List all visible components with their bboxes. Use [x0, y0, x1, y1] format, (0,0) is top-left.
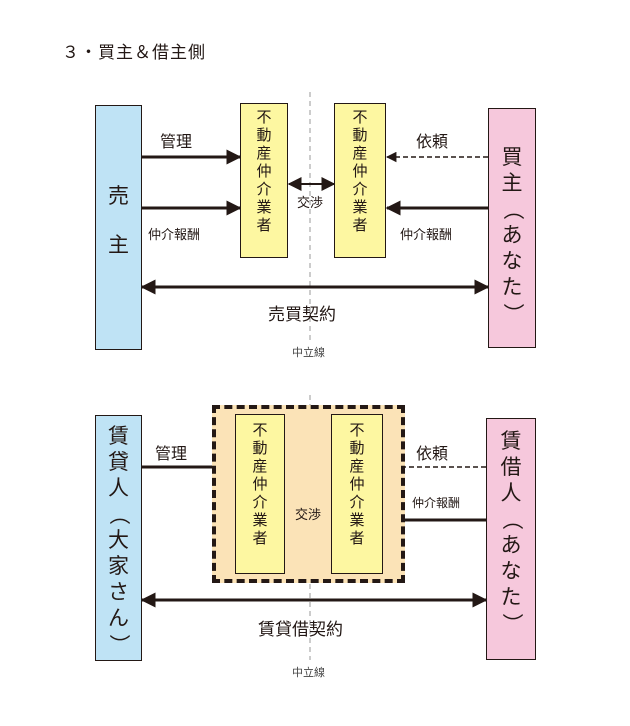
neutral-label-top: 中立線: [292, 346, 325, 359]
fee-right-label-bottom: 仲介報酬: [412, 496, 461, 510]
contract-label-bottom: 賃貸借契約: [258, 620, 343, 640]
contract-label-top: 売買契約: [268, 305, 336, 325]
buyer-label: 買主（あなた）: [500, 145, 525, 325]
kanri-label-top: 管理: [160, 132, 193, 151]
irai-label-bottom: 依頼: [416, 444, 449, 463]
fee-left-label-top: 仲介報酬: [148, 228, 201, 243]
agent-right-top: 不動産仲介業者: [334, 103, 386, 258]
kosho-label-top: 交渉: [297, 196, 324, 211]
agent-left-top: 不動産仲介業者: [240, 103, 288, 258]
fee-right-label-top: 仲介報酬: [400, 228, 453, 243]
tenant-label: 賃借人（あなた）: [499, 429, 524, 635]
tenant-box: 賃借人（あなた）: [486, 418, 536, 660]
agent-right-bottom: 不動産仲介業者: [331, 414, 383, 574]
landlord-box: 賃貸人（大家さん）: [95, 415, 142, 661]
buyer-box: 買主（あなた）: [488, 108, 536, 348]
agent-left-bottom: 不動産仲介業者: [235, 414, 285, 574]
irai-label-top: 依頼: [416, 132, 449, 151]
page-title: ３・買主＆借主側: [62, 43, 206, 63]
kanri-label-bottom: 管理: [155, 444, 188, 463]
kosho-label-bottom: 交渉: [295, 508, 322, 523]
seller-box: 売 主: [95, 105, 142, 350]
neutral-label-bottom: 中立線: [292, 666, 325, 679]
seller-label: 売 主: [108, 184, 129, 257]
landlord-label: 賃貸人（大家さん）: [107, 424, 131, 656]
